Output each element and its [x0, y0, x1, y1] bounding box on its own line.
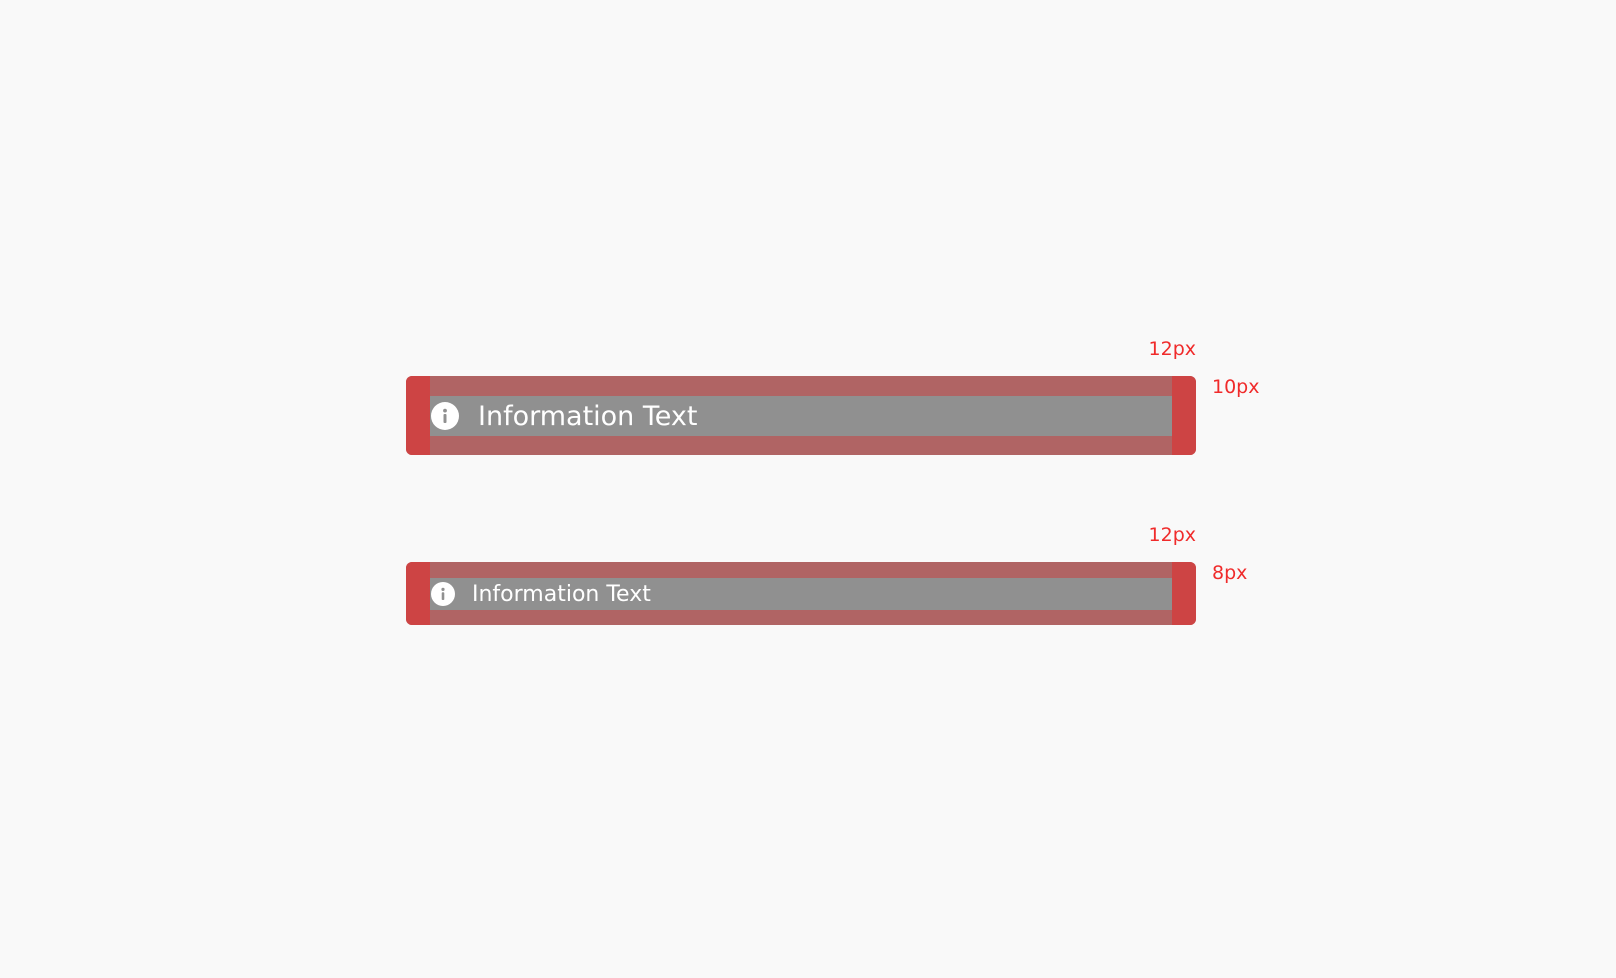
- banner-content: Information Text: [430, 396, 1172, 436]
- information-text: Information Text: [472, 581, 651, 607]
- horizontal-padding-left: [406, 376, 430, 455]
- spec-small: Information Text 12px 8px: [406, 524, 1247, 625]
- information-banner-large: Information Text: [406, 376, 1196, 455]
- vertical-padding-label: 10px: [1212, 376, 1260, 398]
- info-icon: [431, 402, 459, 430]
- spec-large: Information Text 12px 10px: [406, 338, 1259, 455]
- horizontal-padding-right: [1172, 562, 1196, 625]
- horizontal-padding-label: 12px: [1148, 338, 1196, 360]
- banner-content: Information Text: [430, 578, 1172, 610]
- horizontal-padding-label: 12px: [1148, 524, 1196, 546]
- horizontal-padding-right: [1172, 376, 1196, 455]
- information-banner-small: Information Text: [406, 562, 1196, 625]
- information-text: Information Text: [478, 400, 698, 432]
- horizontal-padding-left: [406, 562, 430, 625]
- info-icon: [431, 582, 455, 606]
- vertical-padding-label: 8px: [1212, 562, 1248, 584]
